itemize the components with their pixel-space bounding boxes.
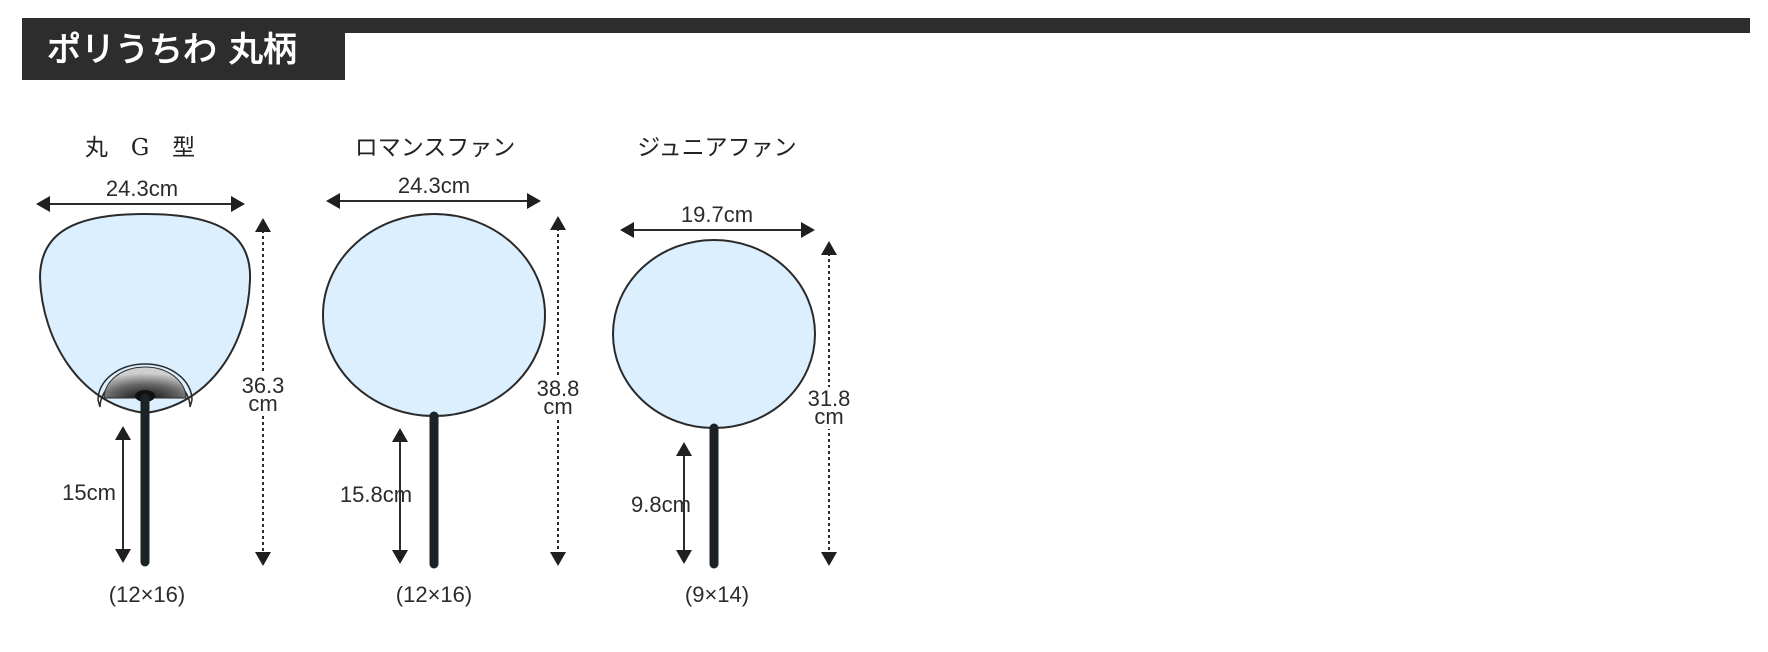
arrow-up-icon [550, 216, 566, 230]
fan-ribs [103, 366, 187, 399]
header-title-tab [22, 18, 345, 80]
arrow-down-icon [392, 550, 408, 564]
fan-junior: ジュニアファン 19.7cm 9.8cm 31.8 cm (9×14) [612, 135, 854, 607]
size-label: (12×16) [396, 582, 472, 607]
page-title: ポリうちわ 丸柄 [47, 30, 297, 70]
handle-length-label: 15.8cm [340, 482, 412, 507]
height-value: 36.3 [242, 373, 285, 398]
fan-label: ジュニアファン [637, 135, 796, 161]
fan-face [612, 239, 816, 429]
size-label: (12×16) [109, 582, 185, 607]
height-unit: cm [543, 394, 572, 419]
height-unit: cm [248, 391, 277, 416]
width-label: 24.3cm [106, 176, 178, 201]
arrow-down-icon [255, 552, 271, 566]
arrow-left-icon [326, 193, 340, 209]
height-label-bg [804, 387, 854, 429]
size-label: (9×14) [685, 582, 749, 607]
fan-label: 丸 G 型 [85, 135, 195, 161]
height-value: 38.8 [537, 376, 580, 401]
fan-face [38, 212, 252, 415]
fan-label: ロマンスファン [355, 135, 516, 161]
handle-length-label: 15cm [62, 480, 116, 505]
header-bar [22, 18, 1750, 33]
height-label-bg [238, 374, 288, 416]
arrow-up-icon [255, 218, 271, 232]
arrow-left-icon [36, 196, 50, 212]
fan-face [322, 213, 546, 417]
height-value: 31.8 [808, 386, 851, 411]
arrow-down-icon [821, 552, 837, 566]
arrow-left-icon [620, 222, 634, 238]
width-label: 24.3cm [398, 173, 470, 198]
fan-romance: ロマンスファン 24.3cm 15.8cm 38.8 cm (12×16) [322, 135, 583, 607]
arrow-down-icon [550, 552, 566, 566]
arrow-up-icon [821, 241, 837, 255]
height-label-bg [533, 377, 583, 419]
arrow-right-icon [801, 222, 815, 238]
handle-length-label: 9.8cm [631, 492, 691, 517]
arrow-down-icon [115, 549, 131, 563]
width-label: 19.7cm [681, 202, 753, 227]
height-unit: cm [814, 404, 843, 429]
arrow-right-icon [231, 196, 245, 212]
arrow-down-icon [676, 550, 692, 564]
fan-maru-g: 丸 G 型 24.3cm 15cm 36.3 cm (12×16) [36, 135, 288, 607]
arrow-right-icon [527, 193, 541, 209]
arrow-up-icon [115, 426, 131, 440]
arrow-up-icon [392, 428, 408, 442]
arrow-up-icon [676, 442, 692, 456]
